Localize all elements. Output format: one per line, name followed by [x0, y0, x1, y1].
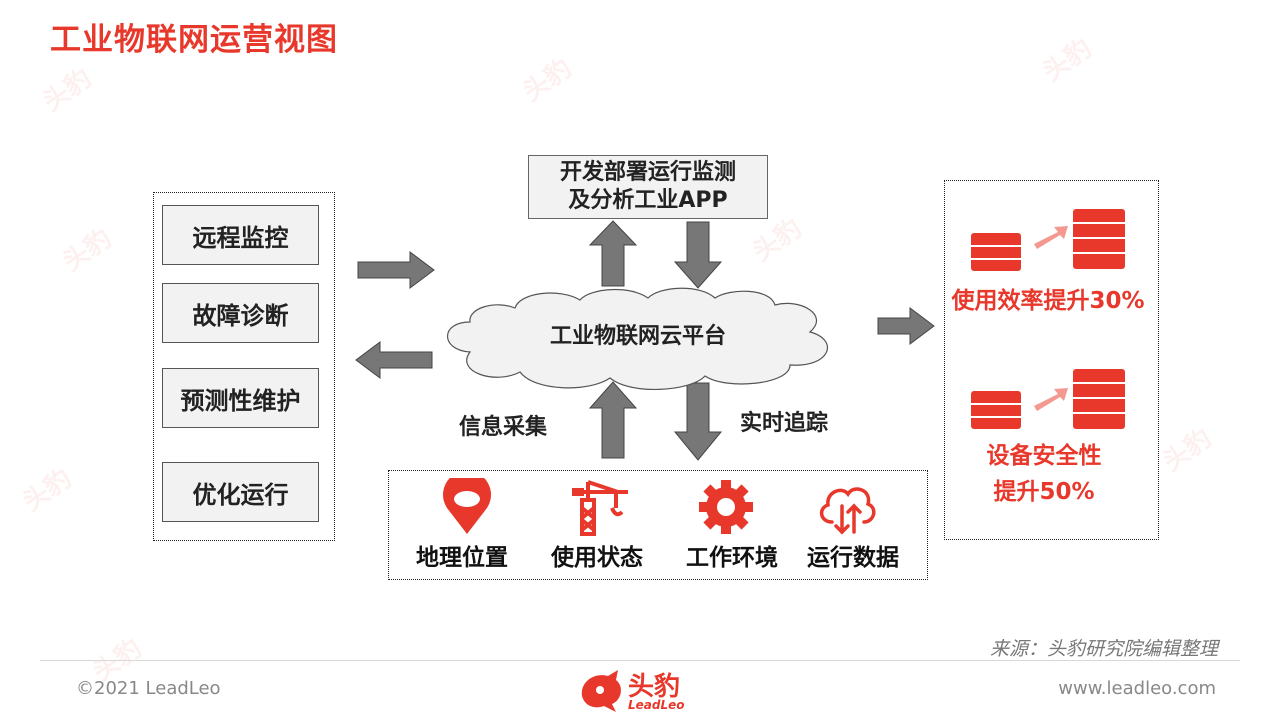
item-optimized-operation: 优化运行 [162, 462, 319, 522]
arrow-right-icon [357, 251, 435, 289]
leopard-logo-icon [581, 670, 621, 712]
database-large-icon [1071, 207, 1127, 271]
copyright: ©2021 LeadLeo [76, 678, 221, 699]
website-url[interactable]: www.leadleo.com [1058, 678, 1216, 699]
result-safety-line2: 提升50% [993, 479, 1095, 505]
arrow-up-right-icon [1034, 388, 1068, 411]
app-development-box: 开发部署运行监测 及分析工业APP [528, 155, 768, 219]
icon-label-location: 地理位置 [416, 545, 508, 571]
arrow-right-icon [877, 307, 935, 345]
info-collection-label: 信息采集 [459, 415, 548, 440]
realtime-tracking-label: 实时追踪 [740, 411, 829, 436]
bottom-panel [388, 470, 928, 580]
map-pin-icon [443, 478, 491, 534]
cloud-platform-label: 工业物联网云平台 [549, 324, 726, 349]
result-safety-line1: 设备安全性 [986, 443, 1102, 469]
item-remote-monitoring: 远程监控 [162, 205, 319, 265]
logo-text-en: LeadLeo [628, 698, 685, 712]
arrow-up-icon [588, 220, 638, 287]
item-predictive-maintenance: 预测性维护 [162, 368, 319, 428]
results-graphics [969, 207, 1127, 430]
result-efficiency: 使用效率提升30% [951, 288, 1145, 314]
icon-label-work-environment: 工作环境 [686, 545, 778, 571]
cloud-icon [446, 287, 828, 391]
leadleo-logo: 头豹 LeadLeo [578, 664, 708, 718]
page-title: 工业物联网运营视图 [50, 22, 338, 58]
logo-text-cn: 头豹 [628, 672, 681, 702]
cloud-data-icon [819, 487, 876, 535]
source-note: 来源：头豹研究院编辑整理 [989, 638, 1218, 660]
app-box-line2: 及分析工业APP [568, 188, 728, 213]
gear-icon [699, 480, 753, 534]
database-small-icon [969, 231, 1023, 273]
arrow-down-icon [673, 221, 723, 289]
database-small-icon [969, 389, 1023, 430]
footer-divider [40, 660, 1240, 661]
arrow-up-right-icon [1034, 226, 1068, 249]
crane-icon [572, 480, 628, 536]
arrow-left-icon [355, 341, 433, 379]
left-panel [153, 192, 335, 541]
icon-label-running-data: 运行数据 [807, 545, 899, 571]
right-panel [944, 180, 1159, 540]
database-large-icon [1071, 367, 1127, 430]
arrow-up-icon [588, 381, 638, 459]
item-fault-diagnosis: 故障诊断 [162, 283, 319, 343]
icon-label-usage-status: 使用状态 [551, 545, 643, 571]
app-box-line1: 开发部署运行监测 [559, 160, 736, 185]
arrow-down-icon [673, 382, 723, 461]
